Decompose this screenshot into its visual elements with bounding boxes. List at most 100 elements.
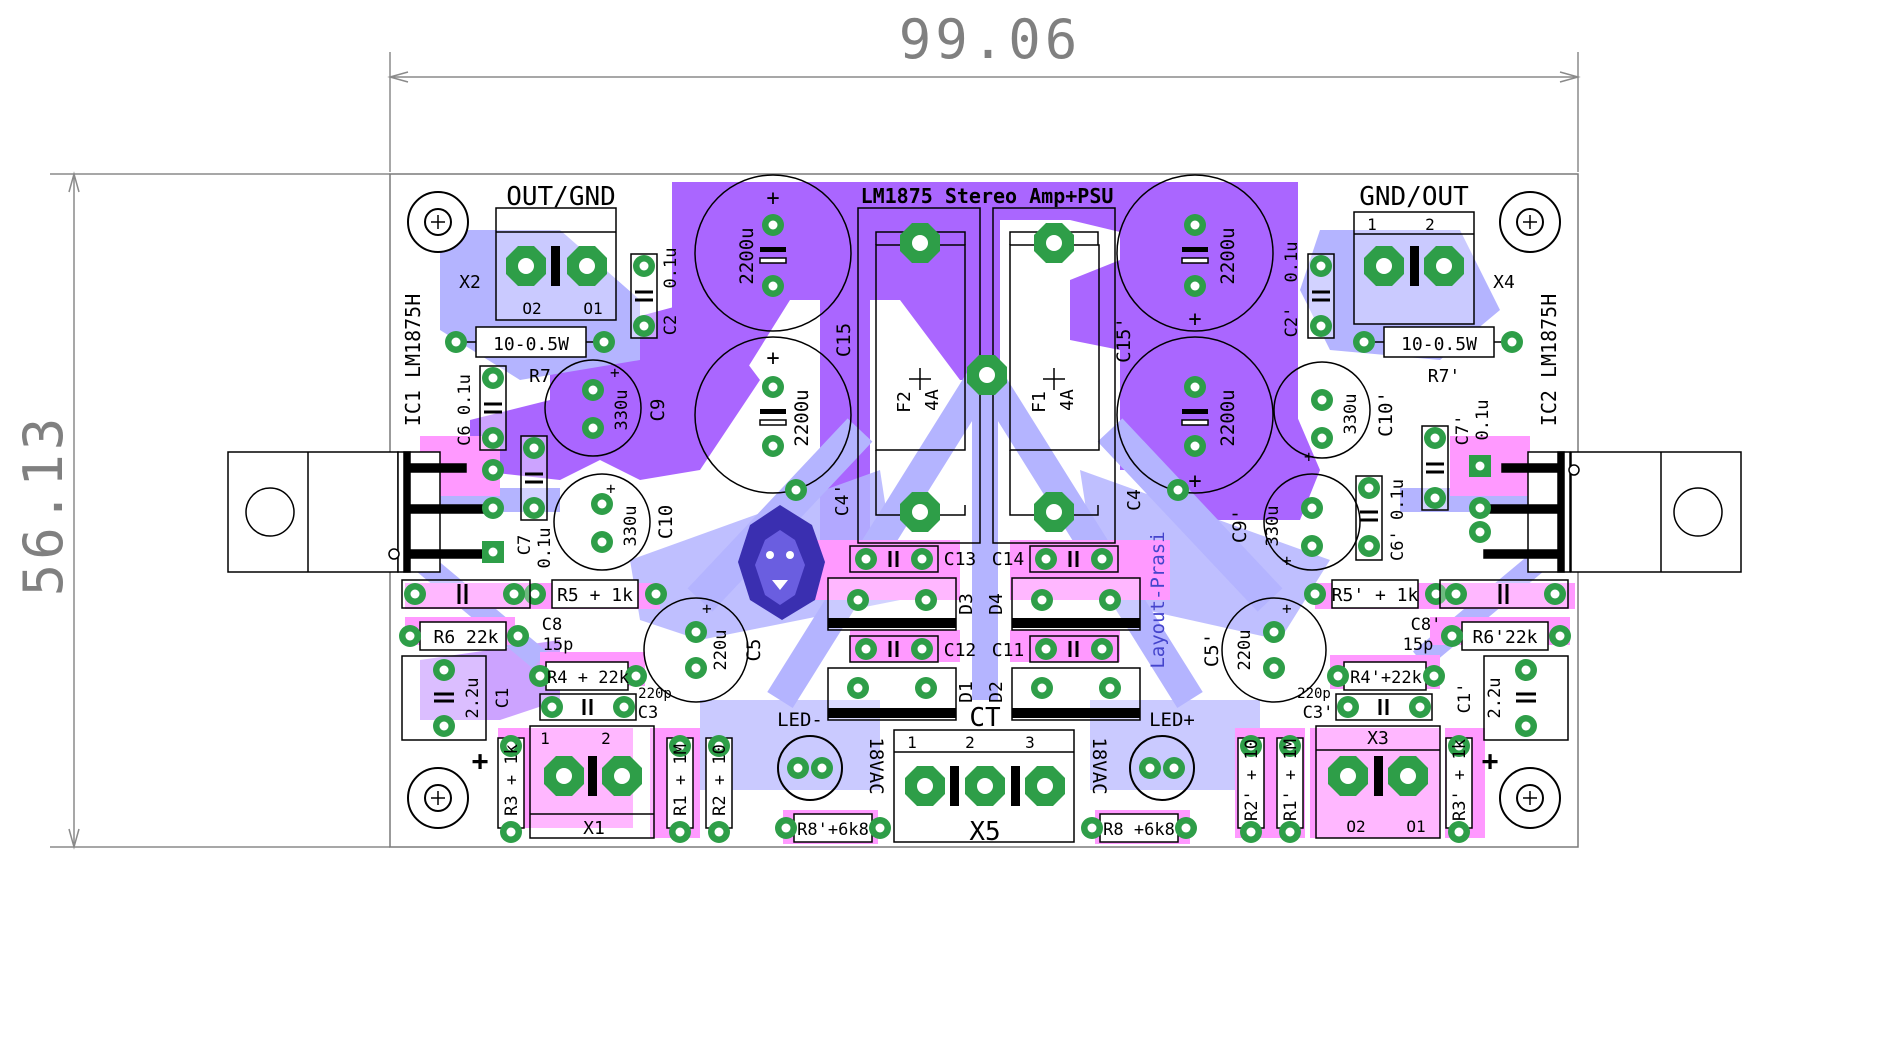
capacitor-c9p: + 330u C9' (1229, 473, 1361, 571)
resistor-r1p: R1' + 1M (1276, 735, 1304, 843)
c7p-label: C7' (1453, 415, 1473, 446)
led-left: LED- (777, 709, 843, 801)
capacitor-c7: C7 0.1u (515, 435, 555, 569)
c10p-plus: + (1304, 447, 1314, 466)
capacitor-c5p: + 220u C5' (1201, 597, 1327, 703)
terminal-x5: 1 2 3 (893, 729, 1075, 843)
r6-label: R6 22k (433, 627, 498, 648)
x2-label: X2 (459, 272, 481, 293)
capacitor-c2: 0.1u C2 (630, 248, 681, 339)
c5p-value: 220u (1235, 630, 1255, 671)
led-minus-label: LED- (777, 709, 823, 731)
capacitor-c3: 220p C3 (539, 686, 672, 723)
f2-pad-top (900, 223, 940, 263)
height-dimension-label: 56.13 (12, 414, 75, 597)
c15-bottom-value: 2200u (791, 389, 813, 446)
c8p-value: 15p (1403, 635, 1434, 655)
c10p-value: 330u (1341, 394, 1361, 435)
x4-pin-1: 1 (1367, 215, 1377, 234)
c15p-top-value: 2200u (1217, 227, 1239, 284)
led-right: LED+ (1129, 709, 1195, 801)
x5-pin-3: 3 (1025, 733, 1035, 752)
out-gnd-label: OUT/GND (506, 182, 616, 212)
r1p-label: R1' + 1M (1281, 739, 1301, 821)
r7p-value: 10-0.5W (1401, 334, 1477, 355)
width-dimension-label: 99.06 (899, 8, 1082, 71)
capacitor-c14: C14 (992, 545, 1119, 573)
c9-label: C9 (647, 399, 669, 422)
r3p-label: R3' + 1k (1450, 739, 1470, 821)
ic2-to220-tab (1483, 451, 1742, 573)
c7-value: 0.1u (535, 528, 555, 569)
resistor-r5p: R5' + 1k (1304, 579, 1447, 609)
r7p-label: R7' (1428, 366, 1461, 387)
capacitor-c1p: 2.2u C1' (1455, 655, 1569, 741)
c4-label: C4 (1124, 489, 1145, 511)
resistor-r2: R2 + 10 (705, 735, 733, 843)
c15p-top-plus: + (1188, 307, 1201, 332)
capacitor-c15p-bottom: + 2200u (1116, 336, 1274, 494)
resistor-r1: R1 + 1M (666, 735, 694, 843)
dimension-annotations (50, 52, 1581, 850)
f2-value: 4A (922, 389, 943, 411)
r4-label: R4 + 22k (547, 668, 629, 688)
terminal-x3: X3 O2 O1 (1315, 725, 1441, 839)
c9p-value: 330u (1263, 506, 1283, 547)
capacitor-c5: + 220u C5 (643, 597, 765, 703)
terminal-x2: O2 O1 (495, 207, 617, 321)
diode-d3: D3 (827, 577, 977, 631)
c13-label: C13 (944, 549, 977, 570)
f2-pad-bottom (900, 492, 940, 532)
credit-label: Layout-Prasi (1147, 531, 1169, 668)
c8p-label: C8' (1411, 615, 1442, 635)
terminal-x4: 1 2 (1353, 211, 1475, 325)
capacitor-c1: 2.2u C1 (401, 655, 513, 741)
c4-pad (1167, 479, 1189, 501)
c7-label: C7 (515, 535, 535, 555)
c7p-value: 0.1u (1473, 400, 1493, 441)
led-plus-label: LED+ (1149, 709, 1195, 731)
c8-value: 15p (543, 635, 574, 655)
capacitor-c8p: C8' 15p (1403, 579, 1569, 655)
r6p-label: R6'22k (1472, 627, 1537, 648)
resistor-r7: 10-0.5W (445, 326, 615, 358)
vac-left-label: 18VAC (865, 737, 887, 794)
c15-top-value: 2200u (736, 227, 758, 284)
chassis-earth-pad (967, 355, 1007, 395)
x4-pin-2: 2 (1425, 215, 1435, 234)
c3-value: 220p (638, 686, 672, 702)
diode-d2: D2 (986, 667, 1141, 721)
r2-label: R2 + 10 (710, 744, 730, 816)
x1-label: X1 (583, 818, 605, 839)
resistor-r8p: R8'+6k8 (775, 813, 891, 843)
d3-label: D3 (956, 593, 977, 615)
capacitor-c15-bottom: + 2200u (694, 336, 852, 494)
f1-pad-top (1034, 223, 1074, 263)
c3p-label: C3' (1303, 703, 1334, 723)
resistor-r7p: 10-0.5W (1353, 326, 1523, 358)
c11-label: C11 (992, 640, 1025, 661)
diode-d1: D1 (827, 667, 977, 721)
r5p-label: R5' + 1k (1332, 585, 1419, 606)
d2-label: D2 (986, 681, 1007, 703)
c6p-label: C6' 0.1u (1388, 479, 1408, 561)
ic1-pads (482, 459, 504, 563)
c1p-value: 2.2u (1485, 678, 1505, 719)
vac-right-label: 18VAC (1088, 737, 1110, 794)
r4p-label: R4'+22k (1350, 668, 1422, 688)
c9p-plus: + (1282, 551, 1292, 570)
capacitor-c3p: 220p C3' (1297, 686, 1433, 723)
resistor-r4p: R4'+22k (1327, 661, 1445, 691)
capacitor-c6p: C6' 0.1u (1355, 475, 1408, 561)
resistor-r8: R8 +6k8 (1081, 813, 1197, 843)
f1-value: 4A (1057, 389, 1078, 411)
c9-plus: + (610, 363, 620, 382)
c6-label: C6 0.1u (455, 374, 475, 446)
resistor-r2p: R2' + 10 (1237, 735, 1265, 843)
capacitor-c10p: + 330u C10' (1273, 361, 1397, 466)
r5-label: R5 + 1k (557, 585, 633, 606)
c9-value: 330u (612, 390, 632, 431)
c10-plus: + (606, 479, 616, 498)
c10-label: C10 (655, 505, 677, 539)
